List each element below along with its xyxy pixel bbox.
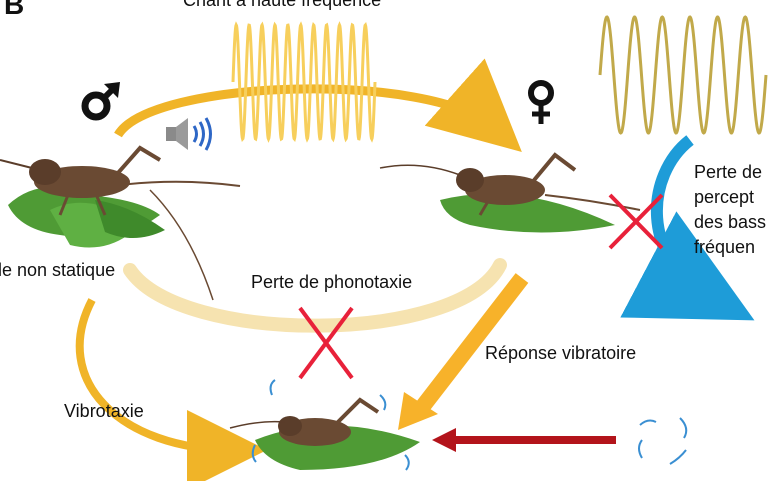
- song-arc-arrow: [114, 58, 522, 152]
- vibrotaxis-label: Vibrotaxie: [64, 401, 144, 421]
- panel-letter: B: [4, 0, 25, 20]
- vibratory-response-arrow: [398, 273, 529, 430]
- right-label-line: des bass: [694, 212, 767, 232]
- vibratory-response-label: Réponse vibratoire: [485, 343, 637, 363]
- male-symbol: [81, 82, 120, 121]
- high-frequency-song-label: Chant à haute fréquence: [183, 0, 382, 10]
- female-cricket-on-leaf: [379, 152, 641, 233]
- vibrotaxis-arrow: [75, 298, 267, 481]
- right-label-line: percept: [694, 187, 755, 207]
- female-symbol: [528, 80, 554, 124]
- phonotaxis-loss-label: Perte de phonotaxie: [251, 272, 413, 292]
- bottom-cricket-on-leaf: [229, 379, 420, 471]
- low-frequency-perception-label: Perte de percept des bass fréquen: [694, 160, 766, 260]
- red-vibration-arrow: [432, 428, 616, 452]
- blue-curved-arrow: [620, 135, 755, 321]
- cross-perception-mark: [608, 193, 664, 250]
- cross-phonotaxis-mark: [298, 306, 354, 380]
- male-cricket-on-leaves: [0, 145, 241, 301]
- low-frequency-wave: [598, 15, 768, 135]
- speaker-icon: [166, 117, 212, 151]
- vibration-source-icon: [638, 417, 688, 465]
- male-state-label: le non statique: [0, 260, 116, 280]
- high-frequency-wave: [231, 21, 377, 143]
- faint-phonotaxis-arc: [123, 258, 507, 333]
- right-label-line: Perte de: [694, 162, 763, 182]
- right-label-line: fréquen: [694, 237, 756, 257]
